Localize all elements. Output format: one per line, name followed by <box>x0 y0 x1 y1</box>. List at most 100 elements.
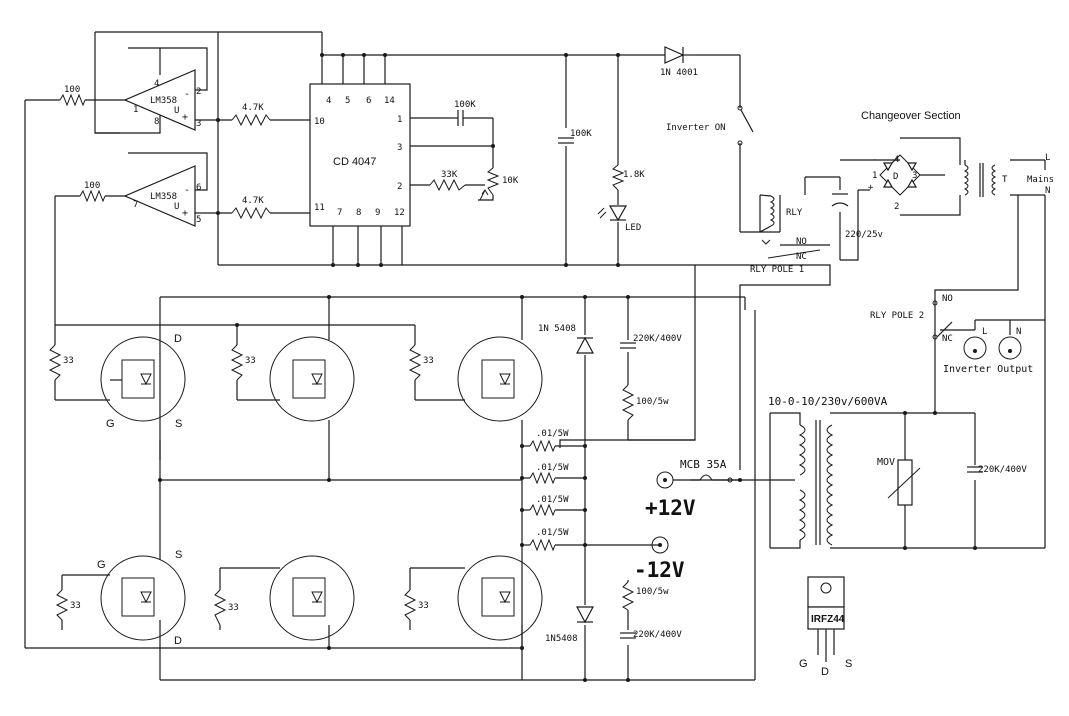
r01-label-4: .01/5W <box>536 528 569 538</box>
r01-label-1: .01/5W <box>536 429 569 439</box>
relay-nc-1: NC <box>796 252 807 262</box>
inverter-on-switch <box>737 105 754 146</box>
bridge-rectifier <box>879 154 921 196</box>
diodes <box>576 46 695 624</box>
package-name: IRFZ44 <box>811 614 845 625</box>
bridge-pin-3: 3 <box>912 171 917 181</box>
d-1n5408-bot-label: 1N5408 <box>545 634 578 644</box>
main-transformer <box>798 420 834 546</box>
package-g: G <box>799 658 808 670</box>
r18k-label: 1.8K <box>623 170 645 180</box>
ic-cd4047-body <box>309 83 411 227</box>
opamp-1: LM358 U 4 8 1 2 3 - + <box>123 69 201 131</box>
output-label: Inverter Output <box>943 364 1033 375</box>
r47a-label: 4.7K <box>242 103 264 113</box>
bridge-name: D <box>893 172 898 182</box>
pot10k-label: 10K <box>502 176 519 186</box>
neg-terminal <box>651 536 669 554</box>
ic-pin-10: 10 <box>314 117 325 127</box>
junction-dots <box>158 53 977 682</box>
opamp1-unit: U <box>174 106 179 116</box>
d-1n5408-top-label: 1N 5408 <box>538 324 576 334</box>
mains-n: N <box>1045 186 1050 196</box>
opamp2-minus: - <box>184 185 190 196</box>
r33-label-5: 33 <box>228 603 239 613</box>
c220-25-label: 220/25v <box>845 230 883 240</box>
relay-no-1: NO <box>796 237 807 247</box>
opamp2-pin-5: 5 <box>196 215 201 225</box>
mcb-symbol <box>699 474 713 481</box>
bridge-pin-2: 2 <box>894 202 899 212</box>
irfz44-package <box>807 576 845 662</box>
r100b-label: 100 <box>84 181 100 191</box>
q1-g-label: G <box>106 418 115 430</box>
d-top-label: 1N 4001 <box>660 68 698 78</box>
opamp-2: LM358 U 6 7 5 - + <box>123 165 201 227</box>
opamp2-unit: U <box>174 202 179 212</box>
ic-pin-5: 5 <box>345 96 350 106</box>
pole2-arm <box>936 321 953 338</box>
opamp2-pin-7: 7 <box>133 200 138 210</box>
r47b-label: 4.7K <box>242 196 264 206</box>
relay-nc-2: NC <box>942 334 953 344</box>
bridge-pin-4: 4 <box>894 155 899 165</box>
mains-label: Mains <box>1027 175 1054 185</box>
output-socket-n <box>998 336 1022 360</box>
transformer-label: 10-0-10/230v/600VA <box>768 395 888 408</box>
ic-pin-4: 4 <box>326 96 331 106</box>
r33-label-3: 33 <box>423 356 434 366</box>
c220-top-label: 220K/400V <box>633 334 682 344</box>
q4-s-label: S <box>175 549 182 561</box>
relay-no-2: NO <box>942 294 953 304</box>
output-l: L <box>982 327 987 337</box>
c220-bot-label: 220K/400V <box>633 630 682 640</box>
r33-label-2: 33 <box>245 356 256 366</box>
output-socket-l <box>963 336 987 360</box>
r100a-label: 100 <box>64 85 80 95</box>
supply-pos: +12V <box>645 496 696 520</box>
c220-out-label: 220K/400V <box>978 465 1027 475</box>
relay-name: RLY <box>786 208 803 218</box>
pole2-contact-no <box>932 300 938 306</box>
r33-label-6: 33 <box>418 601 429 611</box>
capacitors <box>450 110 983 639</box>
mains-l: L <box>1045 153 1050 163</box>
ic-pin-6: 6 <box>366 96 371 106</box>
opamp1-plus: + <box>182 112 188 123</box>
r1005-top-label: 100/5w <box>636 397 669 407</box>
small-transformer <box>963 163 997 197</box>
ic-pin-1: 1 <box>397 115 402 125</box>
c100k-timing-label: 100K <box>454 100 476 110</box>
r33k-label: 33K <box>441 170 458 180</box>
ic-pin-8: 8 <box>356 208 361 218</box>
bridge-minus: - <box>872 155 877 165</box>
ic-pin-2: 2 <box>397 182 402 192</box>
ic-pin-12: 12 <box>394 208 405 218</box>
package-s: S <box>845 658 852 670</box>
relay <box>759 194 821 259</box>
q1-d-label: D <box>174 333 182 345</box>
switch-label: Inverter ON <box>666 123 726 133</box>
opamp2-pin-6: 6 <box>196 183 201 193</box>
ic-pin-14: 14 <box>384 96 395 106</box>
package-d: D <box>821 666 829 678</box>
relay-pole2-label: RLY POLE 2 <box>870 311 924 321</box>
r01-label-3: .01/5W <box>536 495 569 505</box>
mosfet-q6 <box>457 555 543 641</box>
r33-label-1: 33 <box>63 356 74 366</box>
q4-d-label: D <box>174 635 182 647</box>
opamp1-pin-2: 2 <box>196 87 201 97</box>
ic-pin-7: 7 <box>337 208 342 218</box>
section-title: Changeover Section <box>861 110 961 122</box>
ic-pin-3: 3 <box>397 143 402 153</box>
opamp1-pin-8: 8 <box>154 117 159 127</box>
mosfet-q5 <box>269 555 355 641</box>
mosfet-q1 <box>100 336 186 422</box>
r1005-bot-label: 100/5w <box>636 587 669 597</box>
resistors <box>48 93 635 626</box>
opamp2-plus: + <box>182 208 188 219</box>
mcb-label: MCB 35A <box>680 458 727 471</box>
r01-label-2: .01/5W <box>536 463 569 473</box>
mosfet-q2 <box>269 336 355 422</box>
output-n: N <box>1016 327 1021 337</box>
